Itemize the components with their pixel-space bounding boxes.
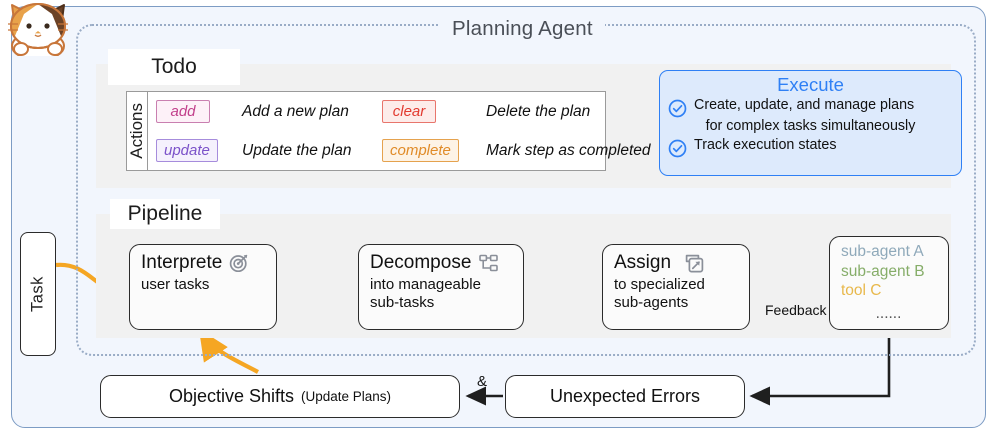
- actions-table: Actions add Add a new plan clear Delete …: [126, 91, 651, 171]
- actions-table-header: Actions: [127, 92, 148, 170]
- task-input-box: Task: [20, 232, 56, 356]
- hierarchy-icon: [479, 254, 499, 271]
- sub-agent-b-label: sub-agent B: [841, 262, 925, 280]
- target-icon: [230, 254, 248, 273]
- execute-bullet-1: Create, update, and manage plans: [694, 97, 915, 113]
- objective-shifts-label: Objective Shifts: [168, 386, 294, 406]
- action-tag-update-cell: update: [156, 139, 234, 162]
- feedback-label: Feedback: [765, 302, 827, 318]
- check-circle-icon: [668, 99, 687, 118]
- step-sub-interprete: user tasks: [141, 276, 210, 293]
- action-tag-clear[interactable]: clear: [382, 100, 436, 123]
- execute-title: Execute: [777, 74, 844, 95]
- action-tag-complete[interactable]: complete: [382, 139, 459, 162]
- step-sub-assign-line2: sub-agents: [614, 293, 689, 311]
- actions-header-label: Actions: [127, 103, 146, 159]
- action-desc-update: Update the plan: [242, 141, 352, 159]
- tool-c-label: tool C: [841, 282, 882, 300]
- step-title-interprete: Interprete: [141, 252, 223, 273]
- step-sub-assign-line1: to specialized: [614, 276, 705, 293]
- sub-agents-box: sub-agent A sub-agent B tool C ......: [829, 236, 949, 330]
- action-tag-add[interactable]: add: [156, 100, 210, 123]
- unexpected-errors-box: Unexpected Errors: [505, 375, 745, 418]
- execute-card: Execute Create, update, and manage plans…: [659, 70, 962, 176]
- objective-shifts-sublabel: (Update Plans): [301, 389, 392, 404]
- pipeline-step-decompose: Decompose into manageable sub-tasks: [358, 244, 524, 330]
- check-circle-icon: [668, 140, 687, 158]
- action-tag-clear-cell: clear: [382, 100, 478, 123]
- page-title: Planning Agent: [440, 17, 605, 41]
- step-sub-decompose-line1: into manageable: [370, 276, 481, 293]
- pipeline-step-assign: Assign to specialized sub-agents: [602, 244, 750, 330]
- action-desc-complete: Mark step as completed: [486, 141, 651, 159]
- unexpected-errors-label: Unexpected Errors: [549, 386, 701, 406]
- pipeline-step-interprete: Interprete user tasks: [129, 244, 277, 330]
- step-sub-decompose-line2: sub-tasks: [370, 293, 435, 311]
- action-desc-clear: Delete the plan: [486, 102, 591, 120]
- sub-agents-ellipsis: ......: [875, 304, 902, 322]
- action-tag-complete-cell: complete: [382, 139, 478, 162]
- step-title-decompose: Decompose: [370, 252, 472, 273]
- task-label: Task: [28, 276, 47, 312]
- action-tag-update[interactable]: update: [156, 139, 218, 162]
- sub-agent-a-label: sub-agent A: [841, 243, 924, 260]
- cat-mascot-icon: [8, 3, 68, 56]
- external-link-icon: [685, 254, 704, 272]
- conjunction-label: &: [477, 373, 488, 390]
- action-desc-add: Add a new plan: [242, 102, 349, 120]
- execute-bullet-2: Track execution states: [694, 137, 837, 154]
- objective-shifts-box: Objective Shifts (Update Plans): [100, 375, 460, 418]
- pipeline-section-label: Pipeline: [110, 199, 220, 229]
- execute-bullet-1-line2: for complex tasks simultaneously: [705, 118, 916, 134]
- step-title-assign: Assign: [614, 252, 672, 273]
- todo-section-label: Todo: [108, 49, 240, 85]
- action-tag-add-cell: add: [156, 100, 234, 123]
